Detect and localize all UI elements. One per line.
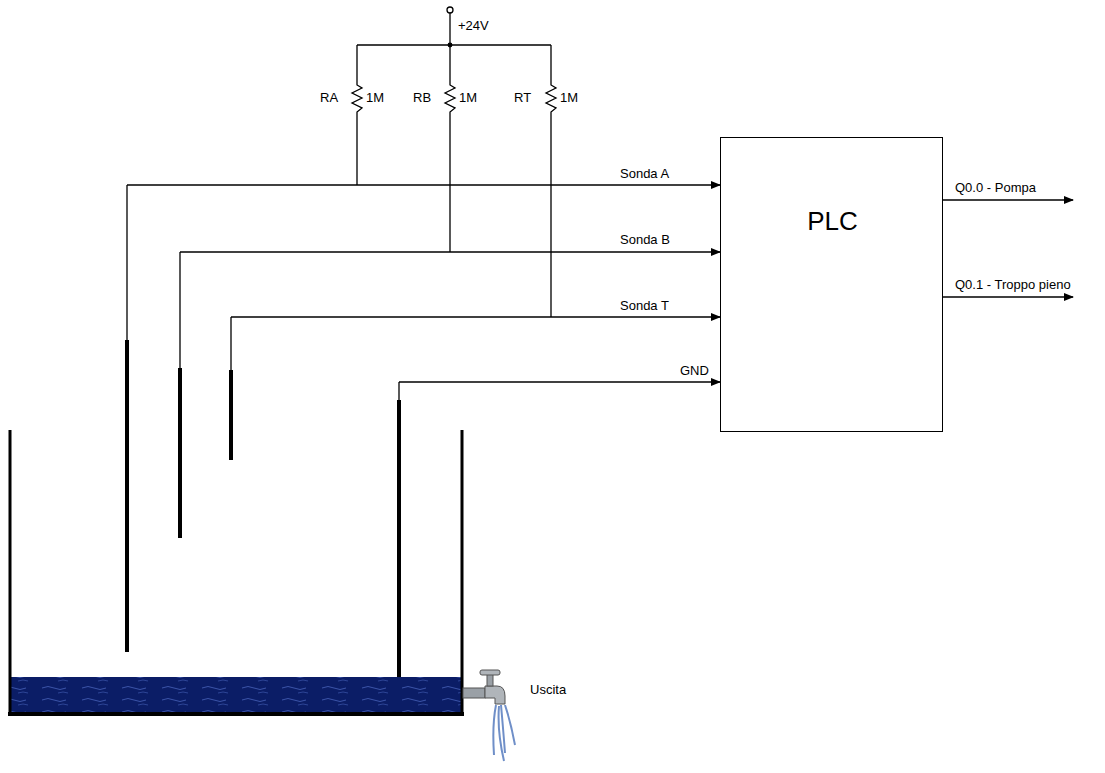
resistor-name: RB <box>413 90 431 105</box>
output-name: Q0.1 - Troppo pieno <box>955 277 1071 292</box>
resistor-name: RT <box>514 90 531 105</box>
signal-name: Sonda A <box>620 166 669 181</box>
resistor-value: 1M <box>459 90 477 105</box>
resistor-name: RA <box>320 90 338 105</box>
probe-electrodes <box>127 340 399 678</box>
signal-name: Sonda B <box>620 232 670 247</box>
supply-voltage: +24V <box>458 18 489 33</box>
resistor-value: 1M <box>560 90 578 105</box>
resistor-value: 1M <box>366 90 384 105</box>
node-label: PLC <box>807 206 858 236</box>
output-name: Q0.0 - Pompa <box>955 180 1036 195</box>
tank <box>8 430 464 715</box>
faucet <box>463 670 515 761</box>
signal-name: Sonda T <box>620 298 669 313</box>
plc-box: PLC <box>720 137 943 432</box>
signal-name: GND <box>680 363 709 378</box>
outlet-label: Uscita <box>530 682 566 697</box>
